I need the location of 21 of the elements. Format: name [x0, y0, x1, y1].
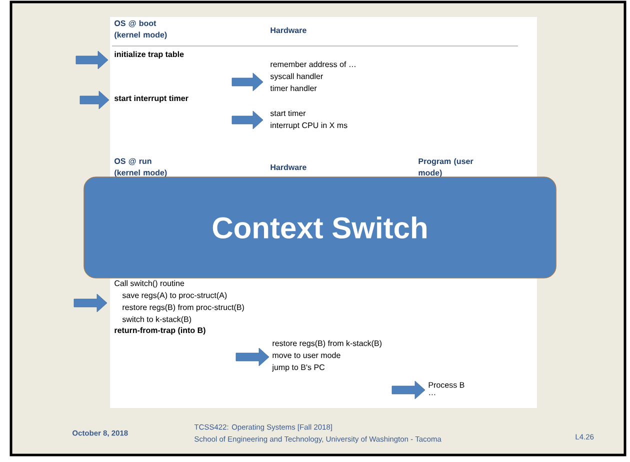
- step-text: …: [429, 394, 436, 396]
- step-text: switch to k-stack(B): [122, 316, 192, 324]
- step-text: initialize trap table: [114, 51, 184, 59]
- step-text: start interrupt timer: [114, 95, 188, 103]
- column-header: Program (user mode): [418, 158, 474, 178]
- column-header: Hardware: [270, 27, 306, 34]
- step-text: timer handler: [270, 85, 317, 92]
- step-text: move to user mode: [272, 352, 340, 358]
- step-text: syscall handler: [270, 73, 323, 81]
- step-text: restore regs(B) from proc-struct(B): [122, 304, 244, 312]
- column-header: OS @ boot (kernel mode): [114, 20, 167, 40]
- title-banner: Context Switch: [84, 176, 556, 278]
- column-header: OS @ run (kernel mode): [114, 158, 167, 178]
- step-text: start timer: [270, 110, 306, 116]
- step-text: return-from-trap (into B): [114, 327, 206, 335]
- step-text: jump to B's PC: [272, 364, 325, 372]
- step-text: restore regs(B) from k-stack(B): [272, 340, 382, 348]
- step-text: remember address of …: [270, 61, 356, 68]
- step-text: save regs(A) to proc-struct(A): [122, 292, 227, 300]
- step-text: interrupt CPU in X ms: [270, 122, 348, 130]
- step-text: Process B: [428, 382, 464, 388]
